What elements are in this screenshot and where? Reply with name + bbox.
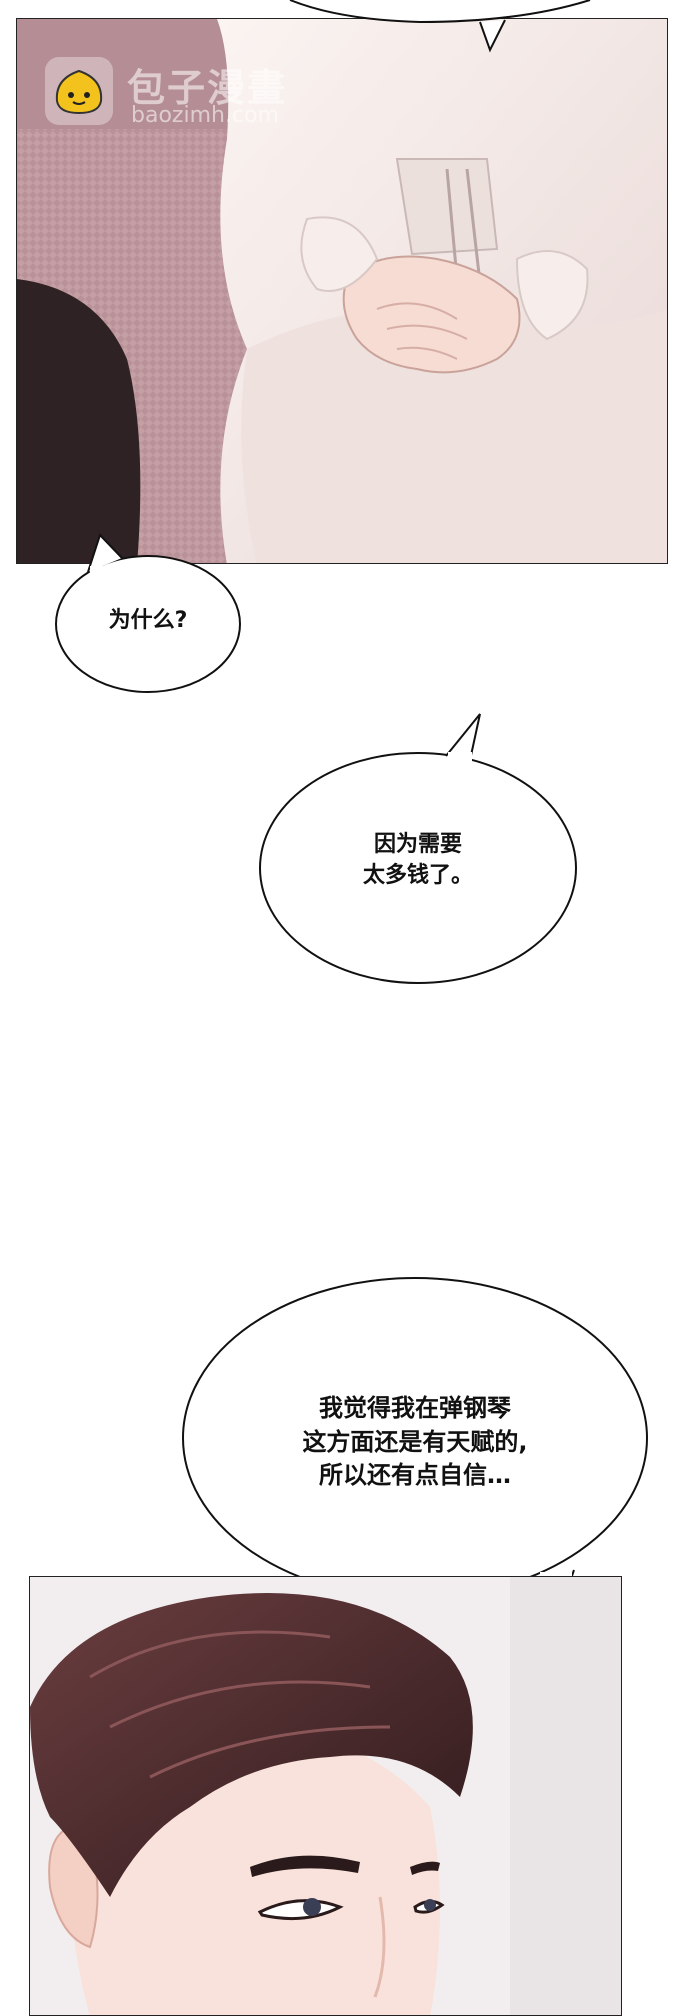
watermark-title: 包子漫畫 bbox=[127, 66, 288, 110]
bubble-2-line-1: 因为需要 bbox=[373, 832, 462, 857]
bubble-1-text: 为什么? bbox=[70, 606, 226, 637]
bubble-3-text: 我觉得我在弹钢琴 这方面还是有天赋的, 所以还有点自信… bbox=[240, 1392, 590, 1493]
bottom-panel-illustration bbox=[30, 1577, 621, 2015]
shirt-tie bbox=[395, 158, 499, 256]
left-sleeve-cuff bbox=[300, 216, 379, 292]
iris-far bbox=[424, 1899, 436, 1911]
speech-bubble-2-tail bbox=[445, 713, 481, 761]
top-comic-panel: 包子漫畫 baozimh.com bbox=[16, 18, 668, 564]
cream-pants bbox=[241, 309, 667, 563]
hair-highlights bbox=[89, 1630, 391, 1779]
right-sleeve-cuff bbox=[515, 250, 589, 341]
watermark-domain: baozimh.com bbox=[131, 103, 279, 128]
bottom-comic-panel bbox=[29, 1576, 622, 2016]
eyebrow-far bbox=[410, 1861, 440, 1875]
bubble-3-line-3: 所以还有点自信… bbox=[319, 1461, 511, 1490]
bubble-2-line-2: 太多钱了。 bbox=[362, 862, 473, 888]
nose-line bbox=[373, 1896, 386, 1998]
top-panel-illustration bbox=[17, 19, 667, 563]
bubble-3-line-2: 这方面还是有天赋的, bbox=[302, 1427, 528, 1456]
hair bbox=[30, 1593, 473, 1897]
bubble-3-line-1: 我觉得我在弹钢琴 bbox=[319, 1394, 511, 1422]
watermark: 包子漫畫 baozimh.com bbox=[43, 55, 343, 135]
background-window bbox=[510, 1577, 621, 2015]
drawstring bbox=[445, 168, 481, 280]
dark-clothing-figure bbox=[17, 279, 141, 563]
bubble-2-text: 因为需要 太多钱了。 bbox=[300, 830, 536, 892]
finger-lines bbox=[376, 302, 468, 360]
iris bbox=[303, 1898, 321, 1916]
eyebrow bbox=[250, 1855, 360, 1877]
clasped-hands bbox=[342, 255, 521, 374]
bun-logo-icon bbox=[45, 57, 113, 125]
bubble-1-line: 为什么? bbox=[108, 608, 188, 633]
